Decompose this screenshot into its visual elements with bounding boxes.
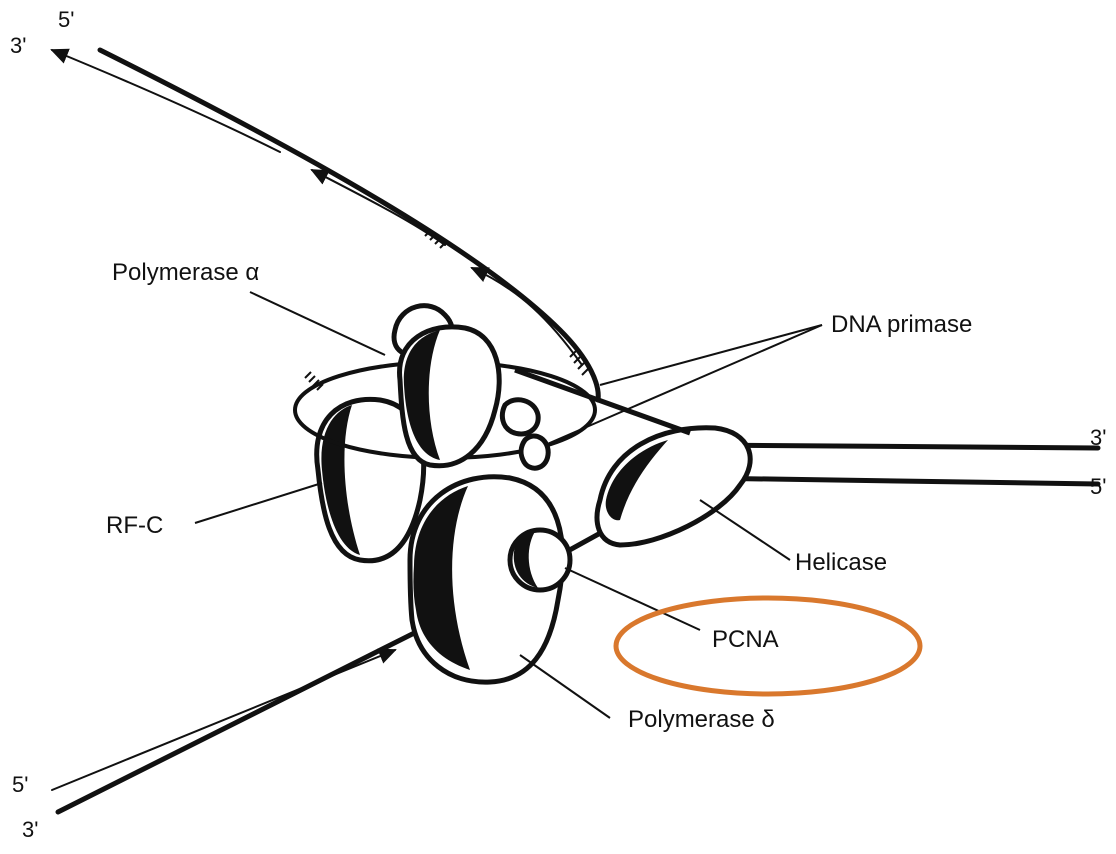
- parental-strand-top: [700, 445, 1098, 448]
- rf-c-label: RF-C: [106, 512, 163, 539]
- pcna-label: PCNA: [712, 626, 779, 653]
- polymerase-delta-label: Polymerase δ: [628, 706, 775, 733]
- strand-end-right-3prime: 3': [1090, 425, 1106, 450]
- parental-strand-bottom: [700, 478, 1098, 484]
- pcna-protein: [510, 530, 570, 590]
- helicase-protein: [597, 428, 750, 545]
- polymerase-alpha-label: Polymerase α: [112, 259, 259, 286]
- strand-end-top-left-3prime: 3': [10, 33, 26, 58]
- strand-end-right-5prime: 5': [1090, 474, 1106, 499]
- lagging-okazaki-fragment-1: [52, 50, 280, 152]
- helicase-label: Helicase: [795, 549, 887, 576]
- dna-primase-label: DNA primase: [831, 311, 972, 338]
- lagging-okazaki-fragment-2: [312, 170, 445, 245]
- strand-end-bottom-left-3prime: 3': [22, 817, 38, 842]
- strand-end-bottom-left-5prime: 5': [12, 772, 28, 797]
- strand-end-top-left-5prime: 5': [58, 7, 74, 32]
- leading-new-strand: [52, 650, 395, 790]
